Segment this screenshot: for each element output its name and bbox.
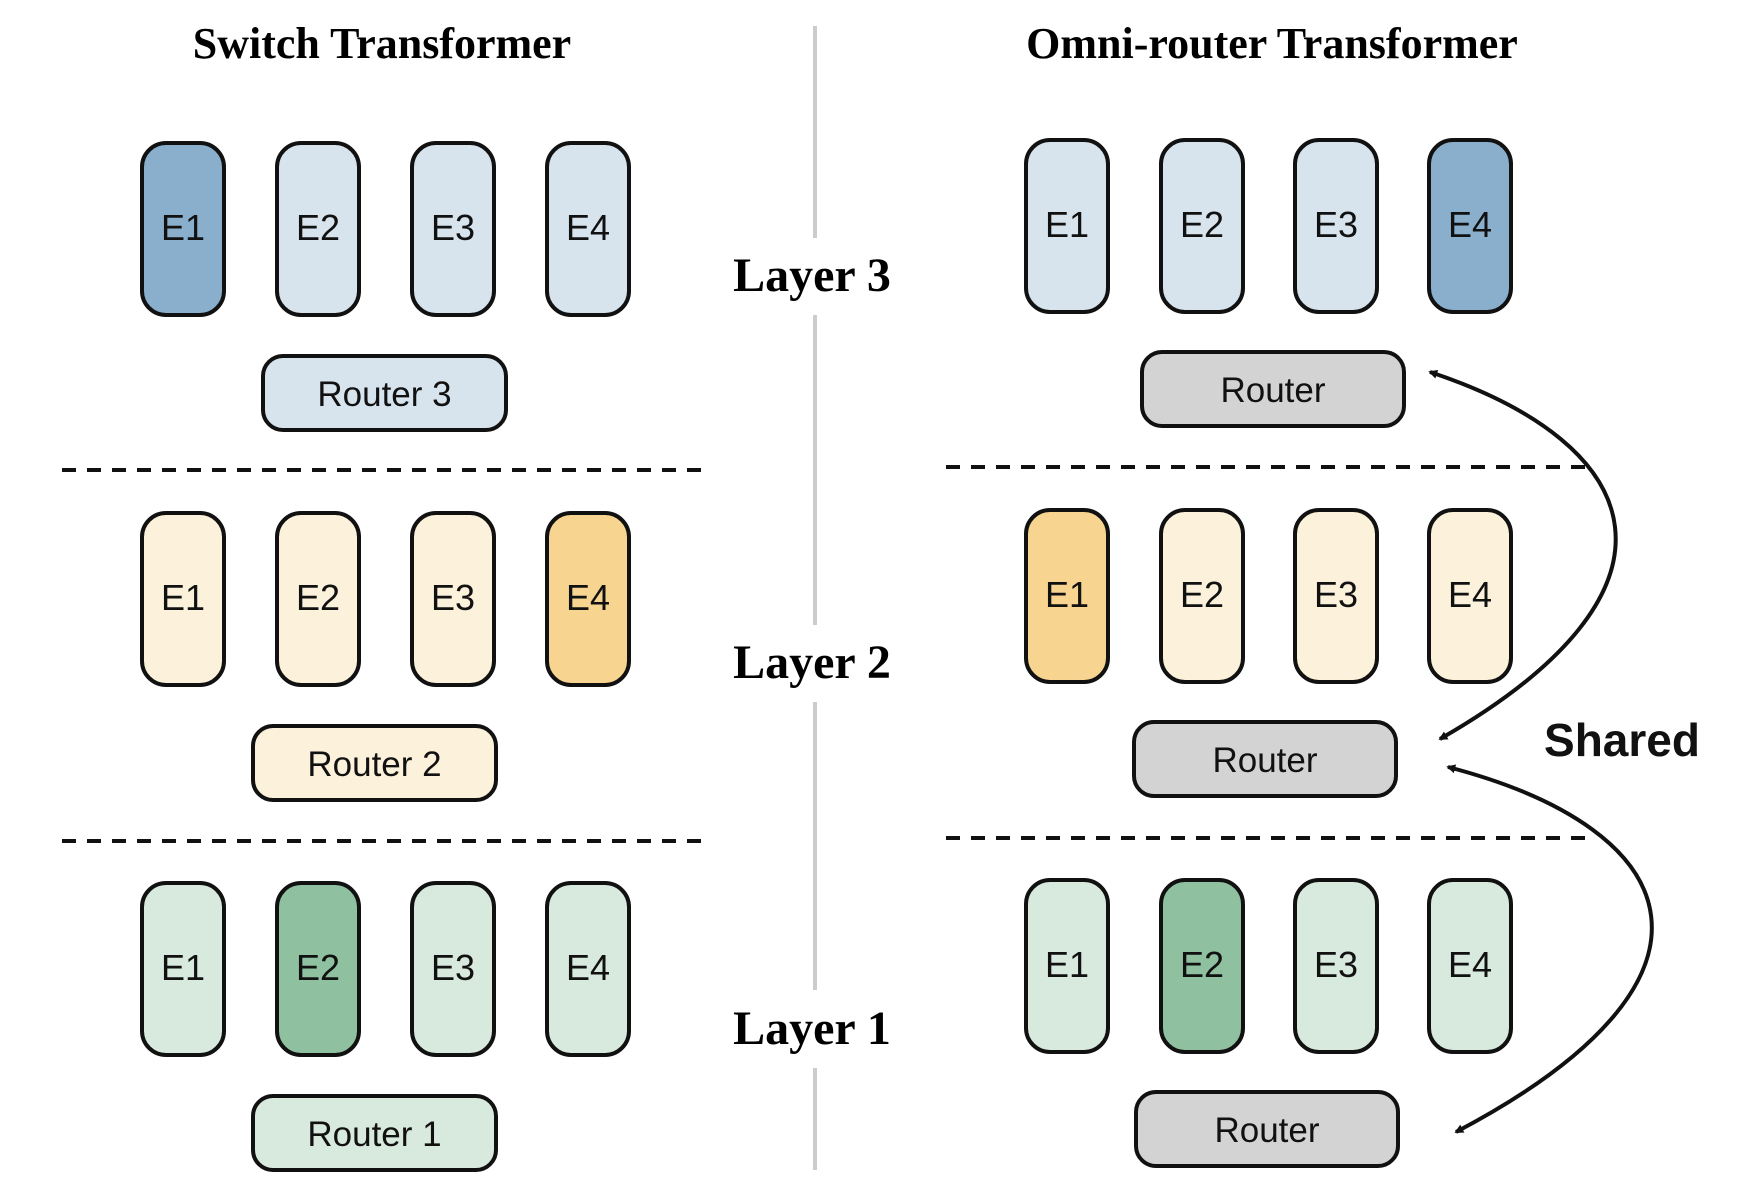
right-l2-expert-1	[1024, 508, 1110, 684]
left-l2-expert-2	[275, 511, 361, 687]
right-l3-router-label: Router	[1220, 371, 1325, 410]
right-l1-expert-2	[1159, 878, 1245, 1054]
left-l1-expert-1-label: E1	[161, 947, 205, 988]
left-l2-expert-1-label: E1	[161, 577, 205, 618]
left-l3-expert-3	[410, 141, 496, 317]
right-l3-expert-1-label: E1	[1045, 204, 1089, 245]
left-layer-1: E1 E2 E3 E4 Router 1	[140, 881, 631, 1172]
left-l3-expert-1-label: E1	[161, 207, 205, 248]
right-l1-expert-2-label: E2	[1180, 944, 1224, 985]
right-l2-expert-2-label: E2	[1180, 574, 1224, 615]
left-l3-expert-4-label: E4	[566, 207, 610, 248]
right-l3-expert-4	[1427, 138, 1513, 314]
left-l2-expert-3	[410, 511, 496, 687]
right-layer-1: E1 E2 E3 E4 Router	[1024, 878, 1513, 1168]
left-l3-expert-3-label: E3	[431, 207, 475, 248]
left-l1-router-label: Router 1	[307, 1115, 441, 1154]
right-l2-router-label: Router	[1212, 741, 1317, 780]
shared-arrows	[1428, 370, 1654, 1134]
right-l2-expert-3	[1293, 508, 1379, 684]
left-l1-router	[251, 1094, 498, 1172]
left-l2-router	[251, 724, 498, 802]
right-l1-router	[1134, 1090, 1400, 1168]
left-l1-expert-3	[410, 881, 496, 1057]
right-l3-expert-3	[1293, 138, 1379, 314]
left-layer-3: E1 E2 E3 E4 Router 3	[140, 141, 631, 432]
left-panel-title: Switch Transformer	[193, 19, 571, 68]
left-l2-expert-4-label: E4	[566, 577, 610, 618]
right-l2-expert-4-label: E4	[1448, 574, 1492, 615]
right-panel-title: Omni-router Transformer	[1026, 19, 1518, 68]
left-l3-expert-4	[545, 141, 631, 317]
right-layer-3: E1 E2 E3 E4 Router	[1024, 138, 1513, 428]
right-l3-router	[1140, 350, 1406, 428]
right-l1-expert-3-label: E3	[1314, 944, 1358, 985]
left-l3-router-label: Router 3	[317, 375, 451, 414]
left-l2-expert-2-label: E2	[296, 577, 340, 618]
left-l1-expert-4-label: E4	[566, 947, 610, 988]
left-l1-expert-3-label: E3	[431, 947, 475, 988]
right-l2-expert-1-label: E1	[1045, 574, 1089, 615]
left-l1-expert-2	[275, 881, 361, 1057]
right-l1-expert-3	[1293, 878, 1379, 1054]
right-panel: E1 E2 E3 E4 Router E1 E2 E3 E4 Router E1	[1024, 138, 1513, 1168]
right-layer-2: E1 E2 E3 E4 Router	[1024, 508, 1513, 798]
left-l1-expert-4	[545, 881, 631, 1057]
right-l1-router-label: Router	[1214, 1111, 1319, 1150]
left-panel: E1 E2 E3 E4 Router 3 E1 E2 E3 E4 Router …	[140, 141, 631, 1172]
shared-label: Shared	[1544, 714, 1700, 766]
layer-label-2: Layer 2	[733, 636, 891, 689]
left-l3-expert-2	[275, 141, 361, 317]
layer-separators	[62, 465, 1590, 843]
left-l2-expert-3-label: E3	[431, 577, 475, 618]
right-l3-expert-2	[1159, 138, 1245, 314]
layer-label-1: Layer 1	[733, 1002, 891, 1055]
right-l1-expert-1-label: E1	[1045, 944, 1089, 985]
right-l2-expert-2	[1159, 508, 1245, 684]
right-l1-expert-4-label: E4	[1448, 944, 1492, 985]
shared-arrow-lower	[1446, 764, 1654, 1134]
left-l2-expert-1	[140, 511, 226, 687]
right-l3-expert-4-label: E4	[1448, 204, 1492, 245]
right-l3-expert-2-label: E2	[1180, 204, 1224, 245]
right-l3-expert-3-label: E3	[1314, 204, 1358, 245]
layer-label-3: Layer 3	[733, 249, 891, 302]
left-l3-expert-2-label: E2	[296, 207, 340, 248]
left-l1-expert-1	[140, 881, 226, 1057]
left-layer-2: E1 E2 E3 E4 Router 2	[140, 511, 631, 802]
left-l2-expert-4	[545, 511, 631, 687]
right-l2-expert-3-label: E3	[1314, 574, 1358, 615]
left-l3-router	[261, 354, 508, 432]
shared-arrow-upper	[1428, 370, 1618, 741]
left-l2-router-label: Router 2	[307, 745, 441, 784]
left-l3-expert-1	[140, 141, 226, 317]
right-l3-expert-1	[1024, 138, 1110, 314]
right-l2-router	[1132, 720, 1398, 798]
left-l1-expert-2-label: E2	[296, 947, 340, 988]
right-l1-expert-1	[1024, 878, 1110, 1054]
